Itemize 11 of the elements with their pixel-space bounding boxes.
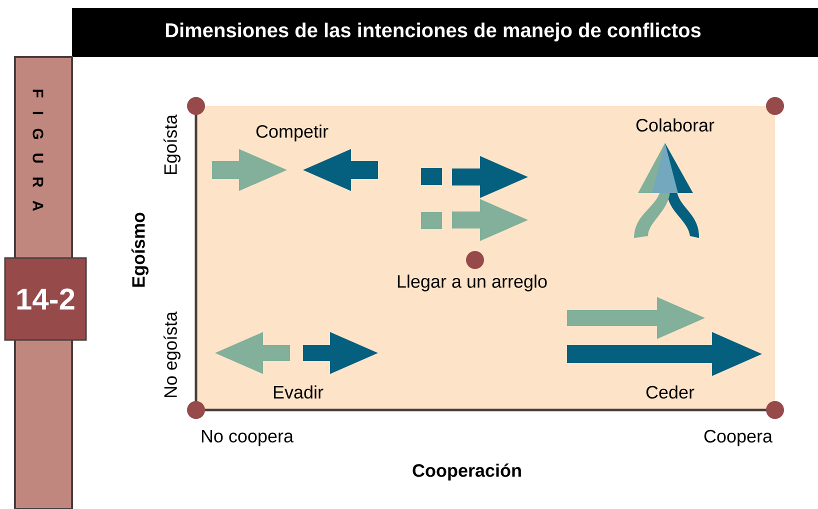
title-bar: Dimensiones de las intenciones de manejo de conflictos: [72, 8, 818, 57]
axis-label: Cooperación: [412, 464, 521, 480]
quadrant-label: Evadir: [274, 385, 324, 399]
figure-number-box: 14-2: [4, 257, 87, 341]
axis-label: Egoísmo: [132, 212, 148, 287]
quadrant-label: Ceder: [646, 385, 694, 399]
axis-label: Coopera: [704, 430, 773, 446]
quadrant-label: Colaborar: [636, 118, 714, 132]
quadrant-label: Llegar a un arreglo: [398, 274, 547, 292]
axis-label: No coopera: [202, 430, 294, 446]
quadrant-label: Competir: [256, 124, 328, 142]
